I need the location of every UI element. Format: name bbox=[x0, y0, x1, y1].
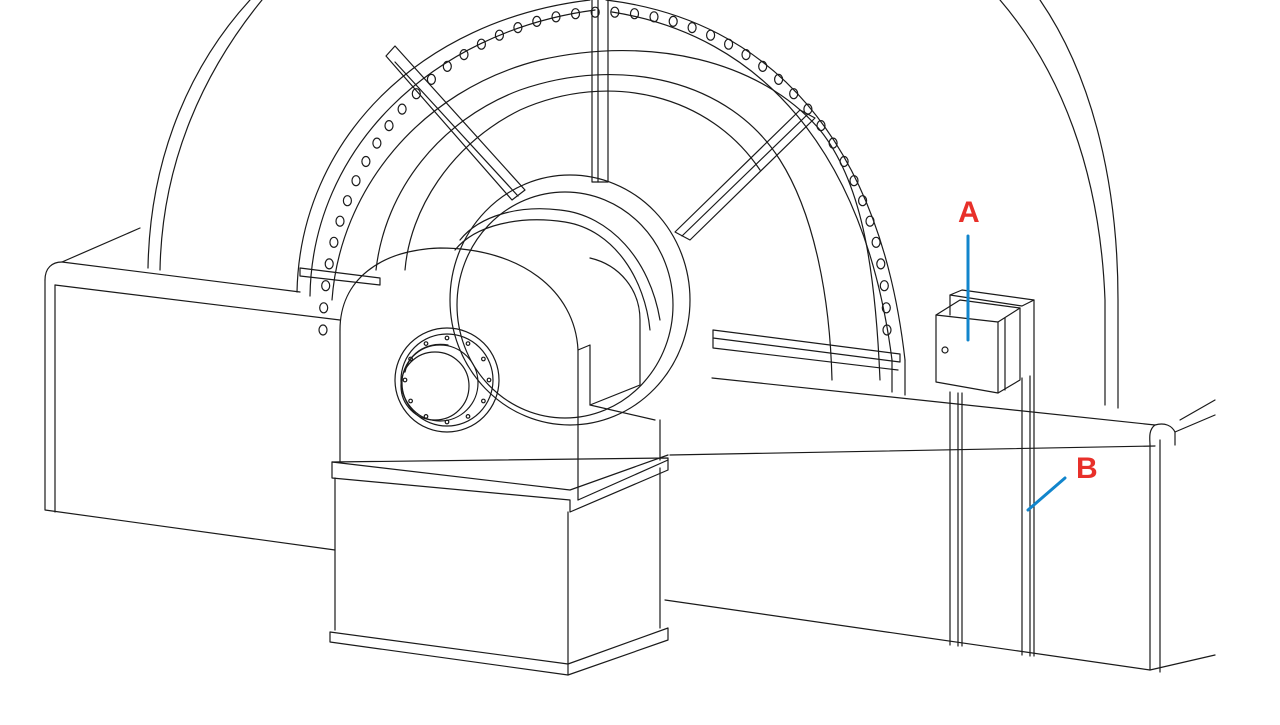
bolt-hole bbox=[610, 6, 620, 18]
shaft-bolt bbox=[402, 377, 408, 383]
bolt-hole bbox=[849, 175, 859, 187]
bolt-hole bbox=[882, 324, 892, 336]
bolt-hole bbox=[342, 195, 352, 207]
flange-bolt-holes bbox=[318, 6, 892, 336]
bolt-hole bbox=[828, 137, 838, 149]
bolt-hole bbox=[551, 11, 561, 23]
bolt-hole bbox=[570, 8, 581, 20]
bolt-hole bbox=[324, 258, 334, 270]
hub-drum bbox=[449, 174, 691, 426]
shaft-bolt-circle bbox=[402, 335, 492, 425]
shaft-bolt bbox=[444, 419, 450, 425]
bolt-hole bbox=[442, 60, 452, 73]
junction-box bbox=[935, 289, 1035, 394]
mounting-rails bbox=[949, 294, 1035, 657]
shaft-bolt bbox=[486, 377, 492, 383]
bolt-hole bbox=[459, 48, 469, 61]
bearing-pedestal bbox=[329, 247, 669, 676]
bolt-hole bbox=[321, 280, 331, 292]
bolt-hole bbox=[629, 8, 640, 20]
shaft-bolt bbox=[481, 356, 486, 362]
bolt-hole bbox=[329, 236, 339, 248]
shaft-bolt bbox=[423, 414, 429, 419]
bolt-hole bbox=[741, 48, 751, 61]
bolt-hole bbox=[687, 22, 697, 34]
shaft-end bbox=[394, 327, 500, 433]
bolt-hole bbox=[532, 15, 542, 27]
bolt-hole bbox=[335, 215, 345, 227]
bolt-hole bbox=[879, 280, 889, 292]
bolt-hole bbox=[705, 29, 716, 41]
bolt-hole bbox=[758, 60, 768, 73]
bolt-hole bbox=[773, 73, 784, 86]
shaft-bolt bbox=[423, 341, 429, 347]
callout-b-leader bbox=[1026, 476, 1067, 512]
bolt-hole bbox=[881, 302, 891, 314]
outer-housing bbox=[147, 0, 1119, 409]
bolt-hole bbox=[668, 15, 678, 27]
base-plinth bbox=[44, 227, 1216, 673]
bolt-hole bbox=[816, 119, 826, 132]
bolt-hole bbox=[649, 11, 659, 23]
shaft-bolt bbox=[408, 398, 414, 404]
shaft-bolt bbox=[408, 356, 414, 362]
bolt-hole bbox=[372, 137, 382, 149]
bolt-hole bbox=[319, 302, 329, 314]
bolt-hole bbox=[476, 38, 486, 50]
bolt-hole bbox=[876, 258, 886, 270]
bolt-hole bbox=[494, 29, 504, 41]
bolt-hole bbox=[361, 155, 371, 168]
shaft-bolt bbox=[465, 414, 471, 419]
bolt-hole bbox=[857, 195, 868, 207]
callout-b-label: B bbox=[1076, 452, 1098, 485]
bolt-hole bbox=[839, 155, 849, 168]
bolt-hole bbox=[590, 6, 600, 18]
bolt-hole bbox=[351, 175, 361, 187]
bolt-hole bbox=[871, 236, 881, 248]
shaft-bolt bbox=[465, 341, 471, 347]
bolt-hole bbox=[318, 324, 328, 336]
bolt-hole bbox=[865, 215, 875, 227]
shaft-bolt bbox=[481, 398, 486, 404]
bolt-hole bbox=[513, 22, 523, 34]
spokes bbox=[299, 0, 901, 371]
bolt-hole bbox=[384, 119, 394, 132]
callout-a-label: A bbox=[958, 196, 980, 229]
bolt-hole bbox=[789, 88, 799, 100]
bolt-hole bbox=[411, 88, 421, 100]
flange-ring bbox=[296, 0, 906, 396]
bolt-hole bbox=[426, 73, 436, 86]
bolt-hole bbox=[723, 38, 734, 50]
bolt-hole bbox=[397, 103, 407, 115]
shaft-bolt bbox=[444, 335, 450, 341]
